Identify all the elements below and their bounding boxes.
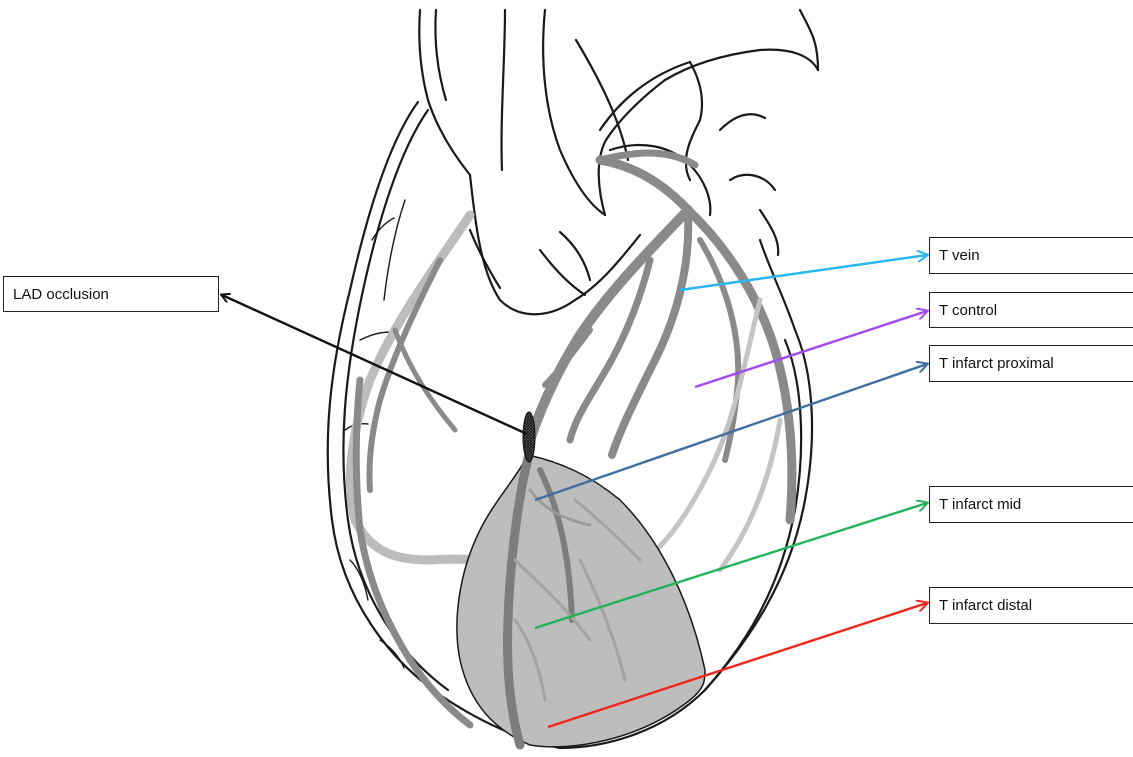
t-infarct-proximal-label: T infarct proximal (929, 345, 1133, 382)
lad-occlusion-label: LAD occlusion (3, 276, 219, 312)
t-control-label: T control (929, 292, 1133, 328)
t-infarct-distal-label: T infarct distal (929, 587, 1133, 624)
t-vein-label: T vein (929, 237, 1133, 274)
occlusion-marker (523, 412, 535, 462)
t-infarct-mid-label: T infarct mid (929, 486, 1133, 523)
infarct-zone (457, 455, 705, 747)
